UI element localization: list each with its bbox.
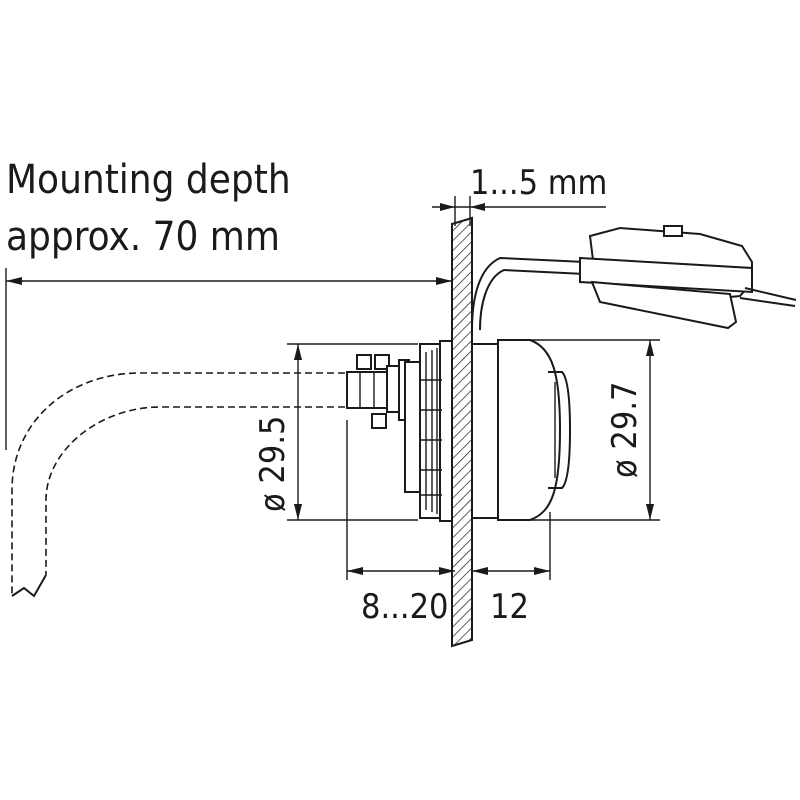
- rear-housing: [404, 340, 453, 522]
- mounting-depth-label-line1: Mounting depth: [6, 157, 291, 203]
- rear-connector: [346, 354, 410, 429]
- mounting-depth-label-line2: approx. 70 mm: [6, 214, 280, 260]
- mounting-panel: [451, 216, 473, 648]
- diameter-rear-label: ø 29.5: [253, 415, 293, 512]
- length-dimensions: [346, 420, 551, 580]
- front-button: [471, 339, 572, 521]
- diameter-front-label: ø 29.7: [605, 381, 645, 478]
- length-rear-label: 8...20: [361, 587, 449, 627]
- mounting-depth-dimension: [5, 268, 452, 450]
- protective-cap: [471, 225, 797, 331]
- diameter-front-dimension: [530, 339, 660, 521]
- cable-dashed: [11, 372, 345, 598]
- panel-thickness-dimension: [432, 196, 606, 226]
- diameter-rear-dimension: [287, 343, 418, 521]
- panel-thickness-label: 1...5 mm: [470, 163, 607, 203]
- length-front-label: 12: [490, 587, 529, 627]
